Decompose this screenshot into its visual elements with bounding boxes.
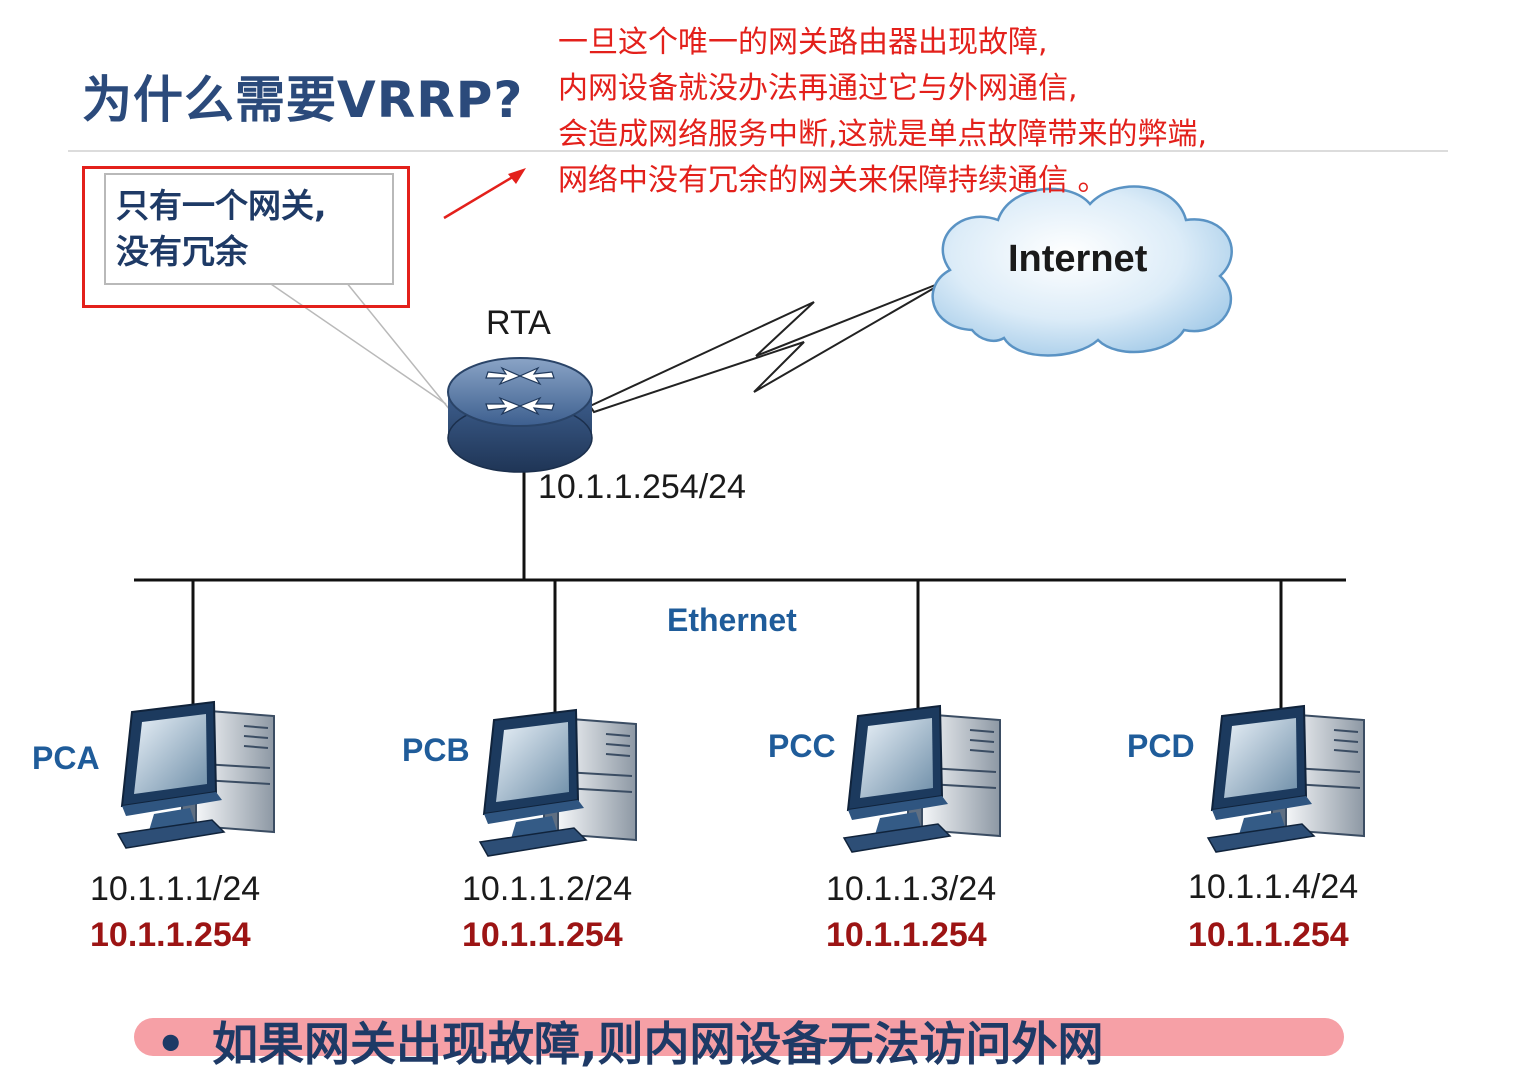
callout-line: 没有冗余 xyxy=(116,232,248,271)
note-line: 内网设备就没办法再通过它与外网通信, xyxy=(558,71,1078,106)
note-line: 会造成网络服务中断,这就是单点故障带来的弊端, xyxy=(558,117,1208,152)
note-line: 一旦这个唯一的网关路由器出现故障, xyxy=(558,25,1048,60)
router-name: RTA xyxy=(486,304,551,342)
bottom-statement-text: 如果网关出现故障,则内网设备无法访问外网 xyxy=(212,1017,1104,1071)
failure-note: 一旦这个唯一的网关路由器出现故障, 内网设备就没办法再通过它与外网通信, 会造成… xyxy=(558,20,1207,204)
pc-name: PCA xyxy=(32,740,100,776)
bottom-highlight xyxy=(134,1018,1344,1056)
callout-pointer-line xyxy=(345,281,451,411)
wan-link xyxy=(588,279,949,414)
callout-pointer-line xyxy=(267,281,447,405)
pc-icon xyxy=(117,701,275,849)
bullet-marker: • xyxy=(156,1017,186,1071)
note-line: 网络中没有冗余的网关来保障持续通信 。 xyxy=(558,163,1108,198)
pc-gateway: 10.1.1.254 xyxy=(90,916,251,954)
pc-icon xyxy=(1207,705,1365,853)
slide-title: 为什么需要VRRP? xyxy=(82,71,524,129)
bottom-statement: • 如果网关出现故障,则内网设备无法访问外网 xyxy=(156,1008,1103,1074)
router-icon xyxy=(447,357,593,473)
pc-gateway: 10.1.1.254 xyxy=(826,916,987,954)
internet-label: Internet xyxy=(1008,238,1148,280)
pc-gateway: 10.1.1.254 xyxy=(1188,916,1349,954)
ethernet-label: Ethernet xyxy=(667,602,797,638)
router-ip: 10.1.1.254/24 xyxy=(538,468,746,506)
pc-gateway: 10.1.1.254 xyxy=(462,916,623,954)
pc-ip: 10.1.1.2/24 xyxy=(462,870,633,908)
pc-name: PCC xyxy=(768,728,836,764)
internet-cloud xyxy=(931,185,1233,357)
pc-icon xyxy=(843,705,1001,853)
note-arrow xyxy=(443,173,517,220)
callout-line: 只有一个网关, xyxy=(116,186,327,225)
note-arrow-head xyxy=(508,168,526,184)
callout-box: 只有一个网关, 没有冗余 xyxy=(104,173,394,285)
title-divider xyxy=(68,150,1448,152)
pc-ip: 10.1.1.4/24 xyxy=(1188,868,1359,906)
pc-ip: 10.1.1.3/24 xyxy=(826,870,997,908)
pc-name: PCB xyxy=(402,732,470,768)
pc-icon xyxy=(479,709,637,857)
pc-ip: 10.1.1.1/24 xyxy=(90,870,261,908)
pc-name: PCD xyxy=(1127,728,1195,764)
callout-highlight-box xyxy=(82,166,410,308)
